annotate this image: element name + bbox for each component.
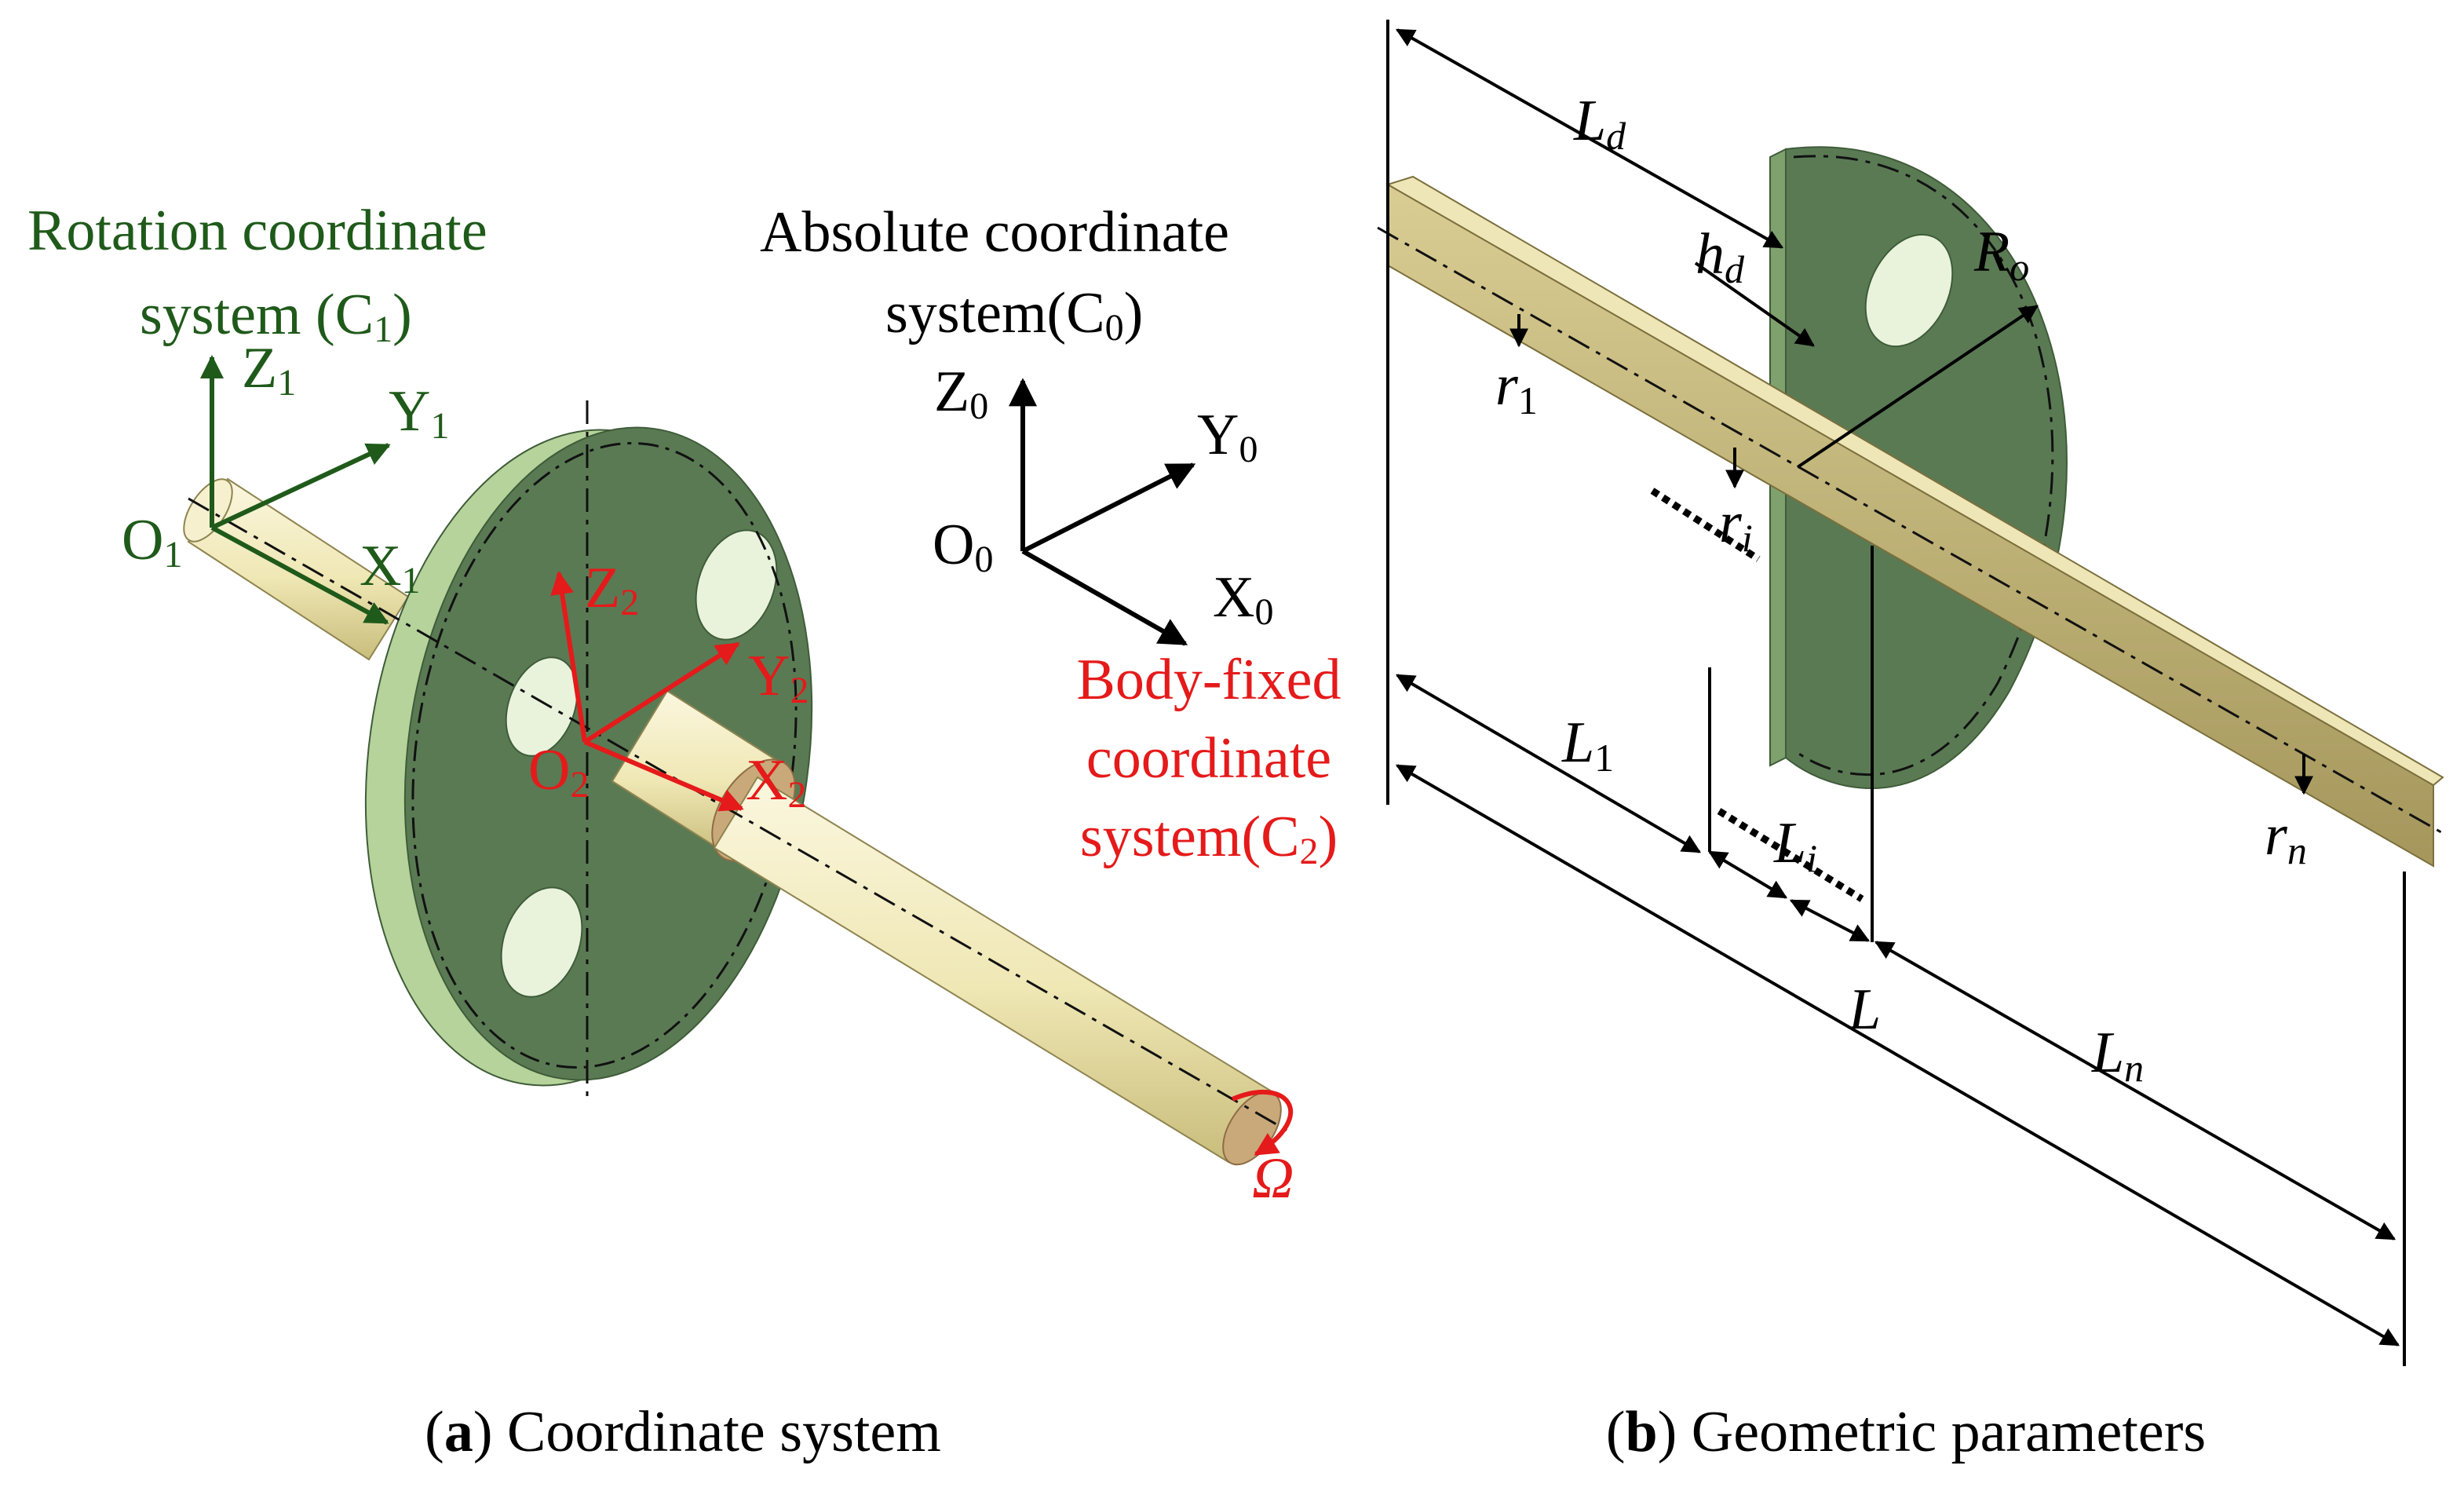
disc-hole-top	[695, 529, 778, 641]
caption-b: (b) Geometric parameters	[1606, 1400, 2206, 1464]
c1-origin-label: O1	[122, 508, 182, 576]
dim-Ro: Ro	[1973, 220, 2029, 289]
c1-axes	[200, 355, 391, 625]
bodyfixed-title-line2: coordinate	[1086, 726, 1331, 791]
shaft-bar-centerline	[1377, 226, 2442, 834]
c2-origin-label: O2	[528, 738, 589, 806]
dim-ri: ri	[1719, 491, 1753, 560]
absolute-title-line2: system(C0)	[885, 281, 1143, 349]
c0-origin-label: O0	[933, 513, 993, 580]
dim-rn: rn	[2265, 803, 2307, 872]
rotation-arrow	[1231, 1090, 1294, 1157]
c0-axes	[1009, 378, 1196, 646]
c0-x-label: X0	[1213, 565, 1273, 633]
disc-hole-b	[1864, 233, 1954, 348]
caption-a: (a) Coordinate system	[425, 1400, 941, 1464]
c1-y-label: Y1	[389, 379, 449, 447]
rotation-title-line2: system (C1)	[140, 283, 412, 350]
dim-r1: r1	[1495, 353, 1538, 422]
c2-z-label: Z2	[585, 556, 639, 623]
bodyfixed-title-line3: system(C2)	[1080, 805, 1338, 872]
omega-label: Ω	[1252, 1146, 1294, 1211]
dim-Li: Li	[1773, 811, 1817, 880]
dim-Ld: Ld	[1573, 89, 1626, 158]
absolute-title-line1: Absolute coordinate	[760, 200, 1229, 265]
dim-Ln: Ln	[2091, 1021, 2144, 1090]
c2-x-label: X2	[746, 748, 806, 816]
panel-b-labels: Ld hd Ro r1 ri rn L1 Li L Ln	[1495, 89, 2307, 1090]
dim-hd: hd	[1696, 222, 1745, 291]
c1-z-label: Z1	[242, 336, 296, 404]
c2-y-label: Y2	[748, 644, 809, 711]
dim-L1: L1	[1561, 711, 1614, 780]
bodyfixed-title-line1: Body-fixed	[1076, 648, 1341, 712]
c1-x-label: X1	[360, 534, 420, 601]
c0-z-label: Z0	[934, 360, 988, 427]
rotation-title-line1: Rotation coordinate	[27, 199, 487, 263]
dim-L: L	[1848, 978, 1881, 1042]
panel-a-labels: Rotation coordinate system (C1) Z1 Y1 X1…	[27, 199, 1342, 1464]
dotted-leaders	[1650, 488, 1864, 902]
panel-b-rotor	[1377, 146, 2444, 868]
c2-axes	[550, 571, 744, 812]
disc-hole-left	[505, 656, 579, 757]
c0-y-label: Y0	[1197, 403, 1258, 470]
disc-hole-bottom	[500, 886, 583, 998]
panel-a-rotor	[183, 400, 1294, 1166]
dimension-lines	[1386, 20, 2406, 1366]
